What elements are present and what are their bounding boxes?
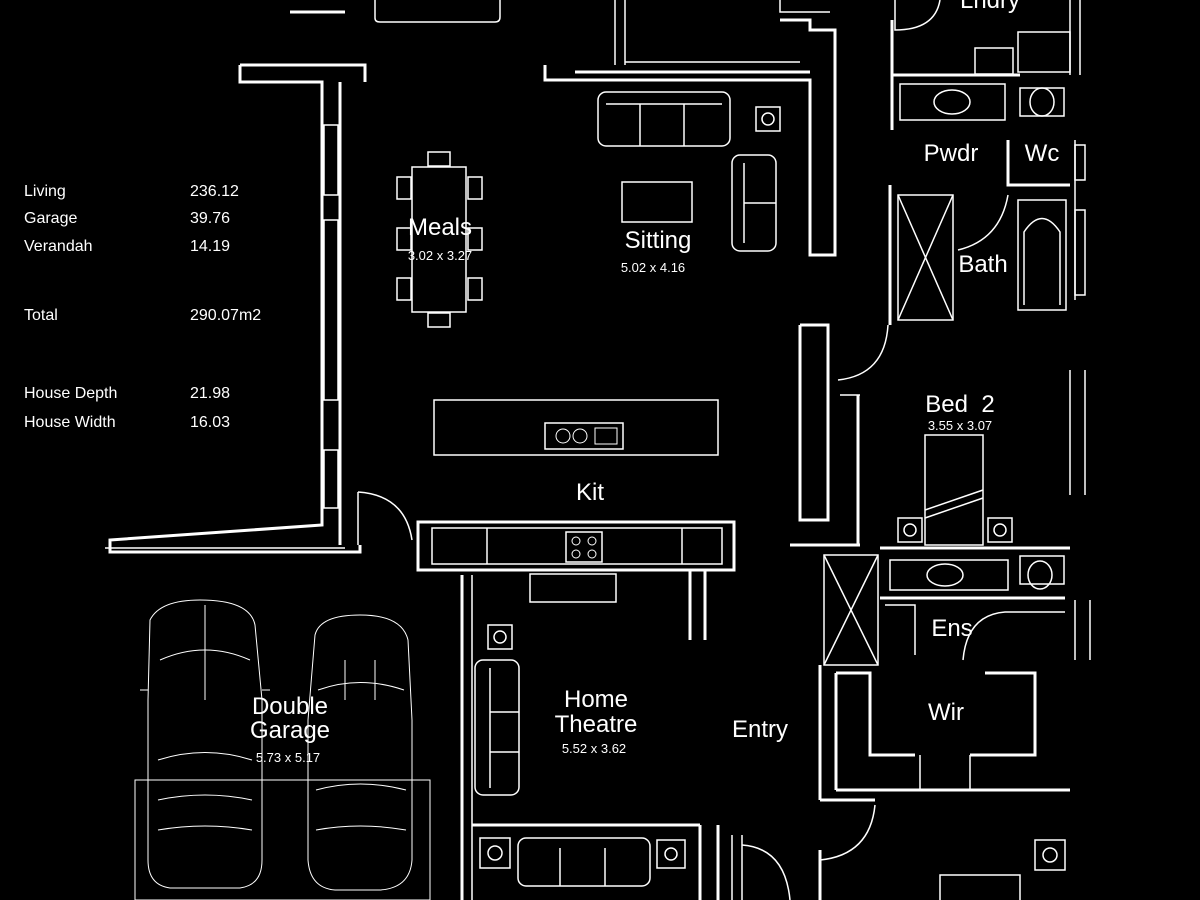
area-garage-value: 39.76 — [190, 210, 230, 227]
sitting-furniture — [597, 91, 781, 252]
garage-cars — [134, 599, 431, 900]
area-total-value: 290.07m2 — [190, 307, 261, 324]
room-garage-line2: Garage — [250, 717, 330, 744]
exterior-walls — [105, 63, 367, 554]
dining-table — [396, 151, 483, 328]
area-garage-label: Garage — [24, 210, 77, 227]
area-total-label: Total — [24, 307, 58, 324]
area-living-label: Living — [24, 183, 66, 200]
house-width-label: House Width — [24, 414, 116, 431]
area-verandah-value: 14.19 — [190, 238, 230, 255]
ensuite — [823, 546, 1091, 792]
area-living-value: 236.12 — [190, 183, 239, 200]
top-walls — [290, 0, 941, 257]
room-lndry-name: Lndry — [960, 0, 1020, 14]
room-home-theatre-size: 5.52 x 3.62 — [562, 741, 626, 756]
kitchen — [357, 399, 736, 640]
area-table: Living 236.12 Garage 39.76 Verandah 14.1… — [24, 183, 261, 431]
room-meals-name: Meals — [408, 214, 472, 241]
area-verandah-label: Verandah — [24, 238, 93, 255]
room-home-theatre-line2: Theatre — [555, 711, 638, 738]
room-kit-name: Kit — [576, 479, 604, 506]
room-garage-size: 5.73 x 5.17 — [256, 750, 320, 765]
room-wir-name: Wir — [928, 699, 964, 726]
house-width-value: 16.03 — [190, 414, 230, 431]
home-theatre — [460, 575, 720, 900]
room-pwdr-name: Pwdr — [924, 140, 979, 167]
room-entry-name: Entry — [732, 716, 788, 743]
room-bath-name: Bath — [958, 251, 1007, 278]
room-garage-line1: Double — [252, 693, 328, 720]
room-labels: Meals 3.02 x 3.27 Sitting 5.02 x 4.16 Ki… — [250, 0, 1059, 765]
bed-2 — [897, 370, 1086, 546]
wet-areas — [888, 0, 1086, 325]
room-bed2-name: Bed 2 — [925, 391, 994, 418]
house-depth-value: 21.98 — [190, 385, 230, 402]
room-meals-size: 3.02 x 3.27 — [408, 248, 472, 263]
room-bed2-size: 3.55 x 3.07 — [928, 418, 992, 433]
room-sitting-name: Sitting — [625, 227, 692, 254]
room-home-theatre-line1: Home — [564, 686, 628, 713]
central-walls — [790, 323, 889, 547]
room-sitting-size: 5.02 x 4.16 — [621, 260, 685, 275]
house-depth-label: House Depth — [24, 385, 117, 402]
room-wc-name: Wc — [1025, 140, 1060, 167]
room-ens-name: Ens — [931, 615, 972, 642]
entry-area — [731, 665, 1066, 900]
